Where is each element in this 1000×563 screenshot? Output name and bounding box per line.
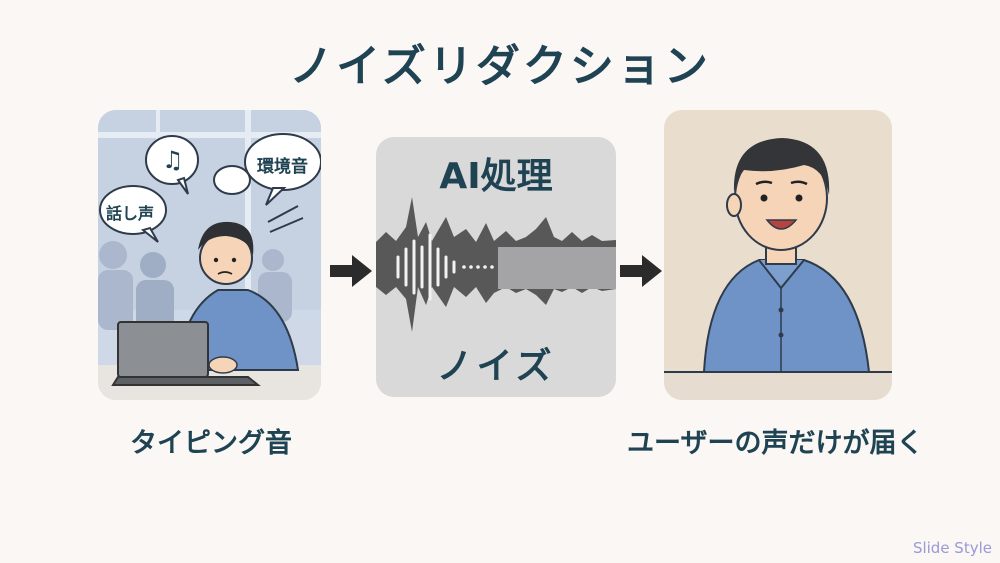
- voice-only-caption: ユーザーの声だけが届く: [627, 428, 924, 459]
- ai-processing-panel: AI処理 ノイズ: [376, 137, 616, 397]
- clear-voice-illustration: [664, 110, 892, 400]
- bubble-environment-label: 環境音: [257, 157, 308, 177]
- ai-processing-label: AI処理: [439, 156, 553, 197]
- watermark: Slide Style: [912, 539, 992, 557]
- clean-signal-graphic: [396, 233, 456, 301]
- arrow-right-icon: [620, 255, 662, 287]
- typing-sound-caption: タイピング音: [130, 428, 292, 459]
- noisy-environment-illustration: 話し声 ♫ 環境音: [98, 110, 321, 400]
- bubble-speech-label: 話し声: [106, 204, 155, 223]
- waveform-graphic: [376, 197, 616, 332]
- music-note-icon: ♫: [162, 146, 184, 174]
- page-title: ノイズリダクション: [289, 41, 711, 92]
- noise-label: ノイズ: [436, 346, 556, 387]
- arrow-right-icon: [330, 255, 372, 287]
